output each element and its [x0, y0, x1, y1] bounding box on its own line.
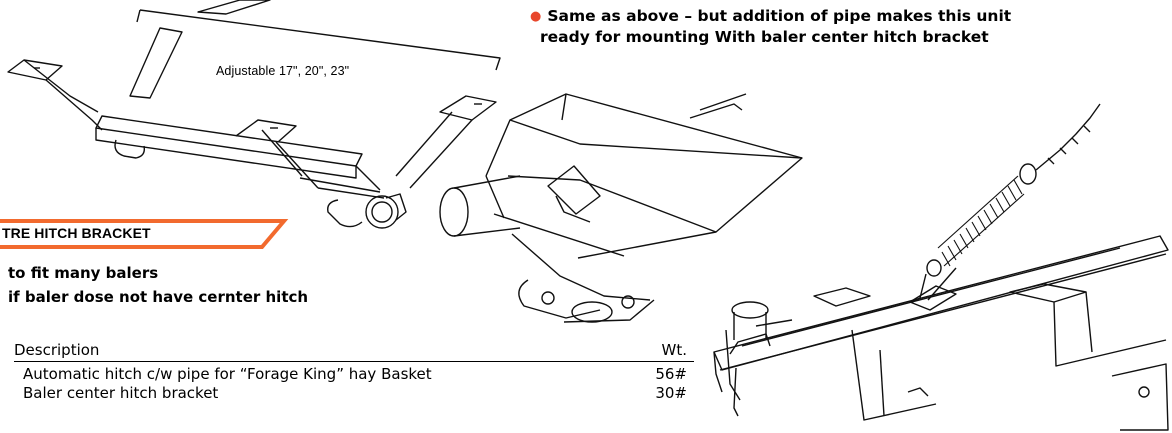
automatic-hitch-drawing [439, 93, 803, 323]
feature-line-2: if baler dose not have cernter hitch [8, 288, 309, 306]
table-row: Automatic hitch c/w pipe for “Forage Kin… [14, 365, 694, 384]
parts-table-header: Description Wt. [14, 341, 694, 362]
part-weight: 30# [655, 384, 687, 402]
section-tag-banner [0, 219, 289, 249]
product-note: ● Same as above – but addition of pipe ma… [530, 6, 1172, 48]
section-tag-label: TRE HITCH BRACKET [2, 225, 151, 241]
part-weight: 56# [655, 365, 687, 383]
description-header: Description [14, 341, 100, 359]
center-hitch-bracket-drawing [713, 103, 1169, 431]
weight-header: Wt. [661, 341, 687, 359]
adjustable-dimension-label: Adjustable 17", 20", 23" [216, 64, 350, 78]
table-row: Baler center hitch bracket 30# [14, 384, 694, 403]
part-description: Baler center hitch bracket [23, 384, 219, 402]
adjustable-frame-drawing [7, 0, 501, 229]
note-line-1: Same as above – but addition of pipe mak… [547, 7, 1012, 25]
parts-table: Description Wt. Automatic hitch c/w pipe… [14, 341, 694, 403]
feature-line-1: to fit many balers [8, 264, 159, 282]
part-description: Automatic hitch c/w pipe for “Forage Kin… [23, 365, 432, 383]
note-line-2: ready for mounting With baler center hit… [540, 28, 989, 46]
bullet-icon: ● [530, 9, 542, 24]
